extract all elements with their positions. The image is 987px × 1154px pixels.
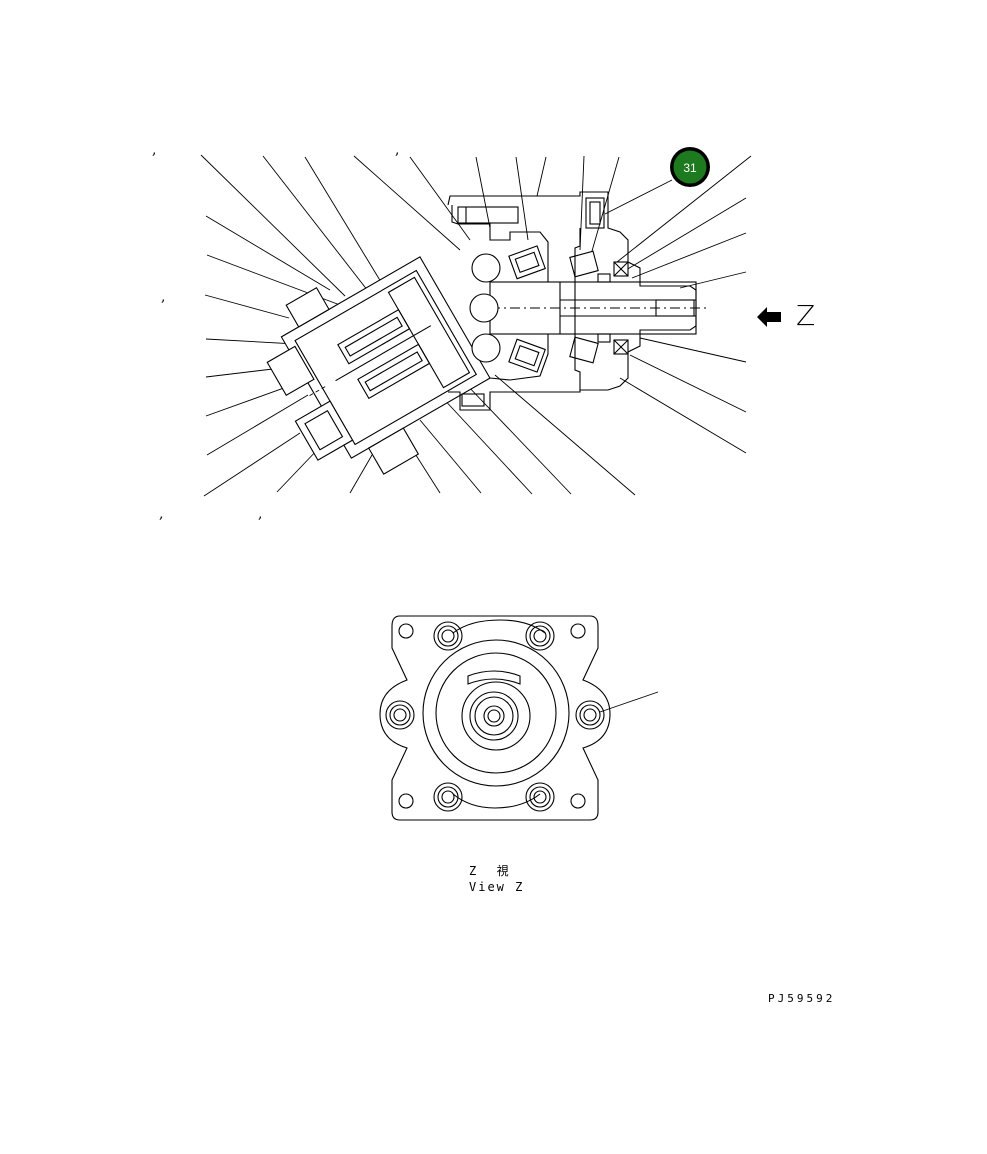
stray-mark: , — [152, 142, 157, 158]
section-view — [200, 154, 781, 497]
view-caption-en: View Z — [469, 880, 525, 894]
stray-mark: , — [159, 506, 164, 522]
view-z-arrow-letter: Z — [796, 299, 816, 332]
view-z-drawing — [379, 615, 659, 821]
view-z-arrow-icon — [757, 307, 781, 327]
stray-mark: , — [395, 142, 400, 158]
stray-mark: , — [161, 289, 166, 305]
stray-mark: , — [258, 506, 263, 522]
end-cover-block — [266, 256, 491, 475]
leader-line — [599, 691, 659, 713]
view-caption-jp: Z 視 — [469, 864, 511, 878]
leader-lines — [200, 154, 752, 497]
callout-badge-label: 31 — [683, 161, 697, 175]
housing — [447, 191, 710, 411]
drawing-code: PJ59592 — [768, 992, 836, 1005]
callout-badge-31[interactable]: 31 — [670, 147, 710, 187]
